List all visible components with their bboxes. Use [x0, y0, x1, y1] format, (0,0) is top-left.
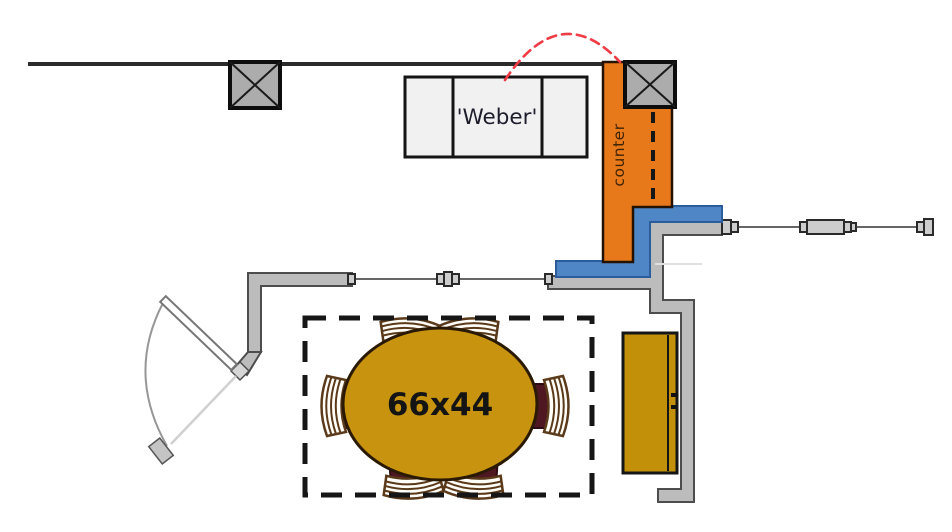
table-size-label: 66x44: [387, 387, 493, 423]
counter-label: counter: [610, 123, 628, 186]
cabinet-handle-icon: [671, 405, 677, 409]
entry-door: [144, 294, 239, 466]
dining-table: 66x44: [341, 326, 539, 482]
adjacency-link-icon: [503, 32, 622, 82]
dining-zone-boundary: [302, 315, 595, 498]
door-leaf: [158, 294, 239, 372]
window-right: [721, 218, 934, 236]
buffet-cabinet: [621, 331, 679, 475]
door-stop: [147, 436, 175, 466]
dining-table-top: [341, 326, 539, 482]
weber-grill-body: [403, 75, 589, 159]
window-left: [347, 271, 553, 287]
door-swing-icon: [144, 302, 168, 447]
window-icon: [721, 219, 732, 235]
weber-label: 'Weber': [457, 105, 538, 130]
left-wall: [247, 272, 353, 353]
door-chord-line: [170, 375, 237, 445]
blue-countertop: [555, 205, 723, 278]
column-post-left: [228, 60, 282, 110]
weber-grill: 'Weber': [403, 75, 589, 159]
cabinet-handle-icon: [671, 393, 677, 397]
window-icon: [347, 273, 356, 285]
column-post-right: [623, 60, 677, 109]
